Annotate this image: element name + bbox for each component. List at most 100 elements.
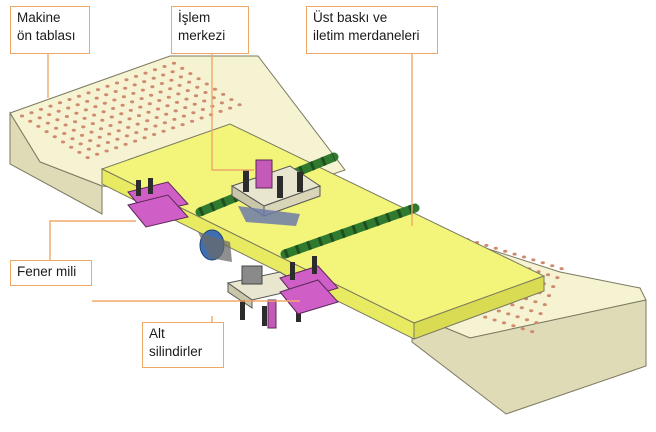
table-hole xyxy=(121,95,126,99)
label-lower-cylinders: Alt silindirler xyxy=(142,322,224,368)
table-hole xyxy=(71,128,76,132)
table-hole xyxy=(229,98,234,102)
table-hole xyxy=(531,258,536,262)
table-hole xyxy=(200,108,205,111)
table-hole xyxy=(92,113,97,117)
table-hole xyxy=(162,121,167,125)
table-hole xyxy=(115,137,120,141)
table-hole xyxy=(67,98,72,101)
table-hole xyxy=(82,116,87,120)
table-hole xyxy=(181,114,186,118)
table-hole xyxy=(62,132,67,135)
table-hole xyxy=(37,116,42,120)
table-hole xyxy=(76,94,82,98)
table-hole xyxy=(104,149,109,153)
table-hole xyxy=(81,125,86,129)
table-hole xyxy=(102,101,107,105)
table-hole xyxy=(199,116,204,120)
table-hole xyxy=(29,111,34,115)
label-processing-center: İşlem merkezi xyxy=(171,6,249,54)
table-hole xyxy=(56,109,61,113)
table-hole xyxy=(64,115,69,118)
label-line: Alt xyxy=(149,326,165,341)
table-hole xyxy=(93,105,98,109)
table-hole xyxy=(38,107,44,111)
table-hole xyxy=(221,92,226,96)
table-hole xyxy=(97,135,102,139)
table-hole xyxy=(101,110,106,114)
table-hole xyxy=(114,146,119,150)
table-hole xyxy=(73,120,78,124)
table-hole xyxy=(52,135,57,139)
table-hole xyxy=(69,145,74,149)
table-hole xyxy=(157,99,162,102)
table-hole xyxy=(132,83,137,87)
table-hole xyxy=(149,93,154,97)
table-hole xyxy=(546,294,552,298)
table-hole xyxy=(183,106,188,110)
table-hole xyxy=(228,106,233,110)
table-hole xyxy=(111,107,116,110)
table-hole xyxy=(164,112,169,116)
table-hole xyxy=(142,80,147,84)
table-hole xyxy=(145,119,150,123)
label-line: merkezi xyxy=(178,28,226,43)
table-hole xyxy=(100,118,105,122)
table-hole xyxy=(86,147,91,151)
table-hole xyxy=(143,71,148,75)
table-hole xyxy=(203,91,208,94)
table-hole xyxy=(139,97,144,101)
table-hole xyxy=(202,99,207,103)
table-hole xyxy=(520,327,525,331)
table-hole xyxy=(195,85,200,89)
table-hole xyxy=(153,124,158,128)
table-hole xyxy=(193,94,199,98)
table-hole xyxy=(151,76,156,80)
table-hole xyxy=(555,276,560,280)
table-hole xyxy=(158,90,163,94)
table-hole xyxy=(521,255,527,259)
label-line: Üst baskı ve xyxy=(313,10,388,25)
table-hole xyxy=(143,127,148,131)
table-hole xyxy=(105,84,110,88)
table-hole xyxy=(114,81,120,85)
table-hole xyxy=(492,318,497,322)
table-hole xyxy=(126,125,131,129)
table-hole xyxy=(131,91,136,95)
table-hole xyxy=(74,111,79,115)
table-hole xyxy=(162,65,167,68)
table-hole xyxy=(534,321,539,325)
table-hole xyxy=(170,70,175,74)
table-hole xyxy=(78,142,83,146)
right-bearing-block xyxy=(279,256,339,315)
table-hole xyxy=(159,82,164,85)
table-hole xyxy=(85,99,90,103)
table-hole xyxy=(124,134,129,138)
table-hole xyxy=(483,315,488,319)
table-hole xyxy=(133,74,139,78)
table-hole xyxy=(171,126,176,130)
table-hole xyxy=(86,91,91,95)
table-hole xyxy=(108,124,113,127)
label-line: iletim merdaneleri xyxy=(313,28,420,43)
table-hole xyxy=(180,66,185,70)
table-hole xyxy=(180,123,185,127)
table-hole xyxy=(134,131,139,135)
table-hole xyxy=(90,122,95,126)
table-hole xyxy=(161,73,166,77)
table-hole xyxy=(113,90,118,93)
table-hole xyxy=(147,102,152,106)
table-hole xyxy=(187,80,192,84)
table-hole xyxy=(177,83,182,87)
table-hole xyxy=(48,104,53,108)
table-hole xyxy=(57,101,63,105)
table-hole xyxy=(530,330,535,334)
table-hole xyxy=(47,113,52,117)
table-hole xyxy=(188,72,193,76)
table-hole xyxy=(70,137,75,141)
table-hole xyxy=(28,119,33,123)
table-hole xyxy=(135,122,140,126)
table-hole xyxy=(192,102,197,106)
table-hole xyxy=(512,252,517,256)
table-hole xyxy=(545,273,551,277)
